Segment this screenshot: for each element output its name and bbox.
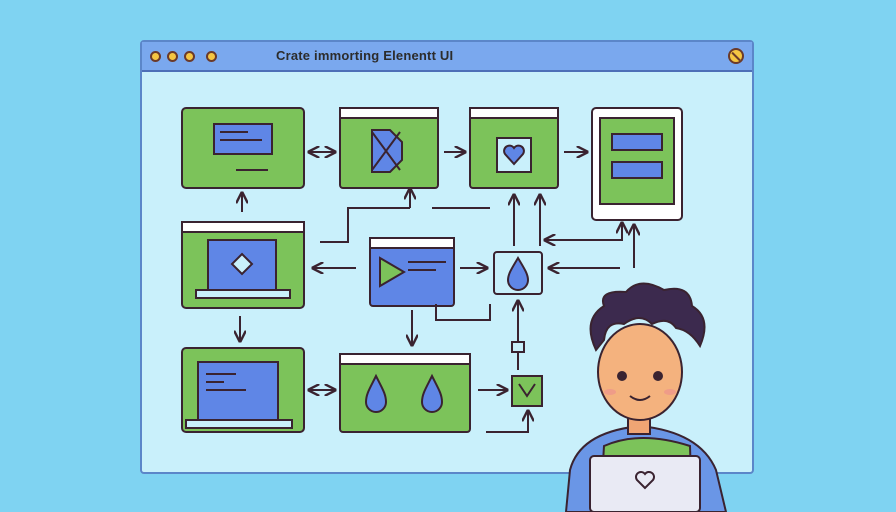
connectors (240, 152, 634, 433)
node-drops-panel[interactable] (339, 353, 471, 433)
drop-icon (506, 256, 530, 291)
window-titlebar: Crate immorting Elenentt UI (142, 42, 752, 72)
node-video-player[interactable] (369, 237, 455, 307)
play-icon (379, 256, 406, 288)
node-laptop-diamond[interactable] (181, 221, 305, 309)
node-browser-component[interactable] (339, 107, 439, 189)
window-dot-icon[interactable] (184, 51, 195, 62)
close-icon[interactable] (728, 48, 744, 64)
node-drop-icon-box[interactable] (493, 251, 543, 295)
window-title: Crate immorting Elenentt UI (276, 48, 454, 63)
node-terminal-laptop[interactable] (181, 347, 305, 433)
window-dot-icon[interactable] (167, 51, 178, 62)
person-illustration (564, 282, 728, 512)
window-dot-icon[interactable] (150, 51, 161, 62)
node-code-panel[interactable] (181, 107, 305, 189)
node-check-box[interactable] (511, 375, 543, 407)
node-heart-card[interactable] (469, 107, 559, 189)
heart-icon (635, 471, 655, 490)
check-icon (518, 383, 536, 398)
node-tablet-form[interactable] (591, 107, 683, 221)
window-dot-icon[interactable] (206, 51, 217, 62)
heart-icon (503, 144, 525, 166)
